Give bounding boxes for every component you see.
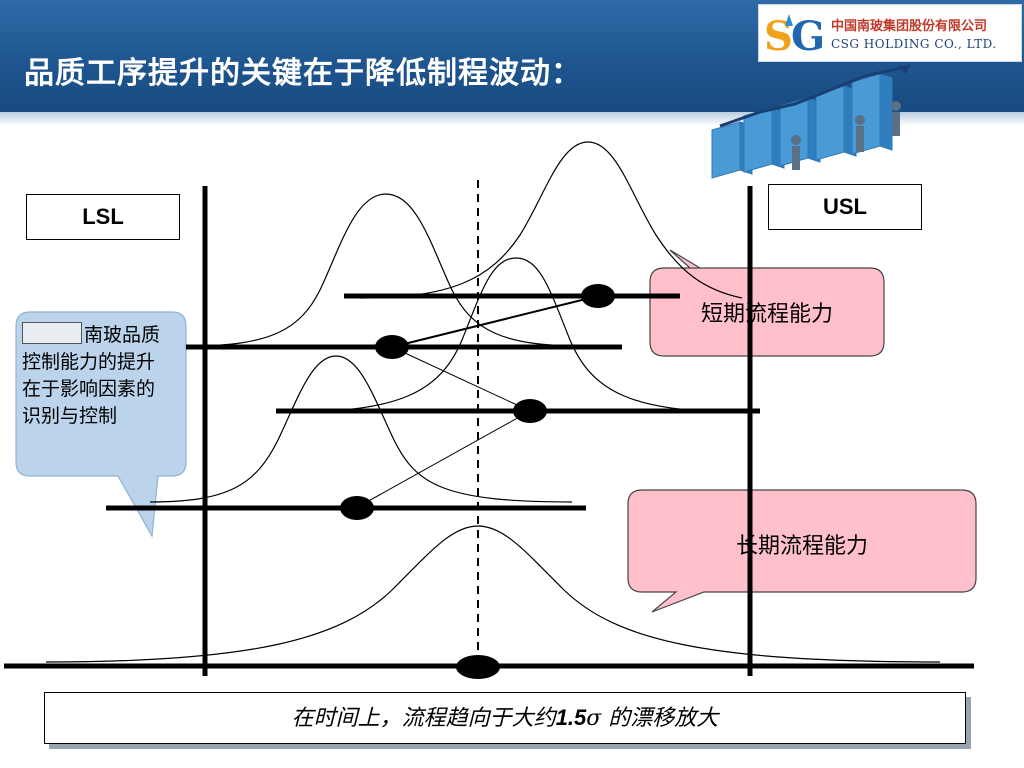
caption-prefix: 在时间上，流程趋向于大约 <box>291 706 556 731</box>
long-term-callout <box>627 489 977 613</box>
drift-link-3 <box>391 295 599 348</box>
mean-marker-long <box>456 655 500 679</box>
left-callout-content: 南玻品质控制能力的提升在于影响因素的识别与控制 <box>22 324 161 427</box>
logo-company-en: CSG HOLDING CO., LTD. <box>831 37 997 51</box>
mean-marker-2 <box>375 335 409 359</box>
caption-suffix: 的漂移放大 <box>601 706 719 731</box>
page-title: 品质工序提升的关键在于降低制程波动： <box>24 56 582 91</box>
logo-company-cn: 中国南玻集团股份有限公司 <box>831 19 988 34</box>
short-term-label: 短期流程能力 <box>700 302 833 327</box>
growth-chart-illustration <box>711 64 911 179</box>
curve-short-4 <box>149 355 573 503</box>
company-logo: S G 中国南玻集团股份有限公司 CSG HOLDING CO., LTD. <box>758 4 1022 62</box>
usl-label: USL <box>768 184 922 230</box>
mean-marker-3 <box>513 399 547 423</box>
svg-text:G: G <box>791 13 825 58</box>
lsl-label: LSL <box>26 194 180 240</box>
drift-link-1 <box>355 410 531 509</box>
long-term-label: 长期流程能力 <box>735 534 868 559</box>
curve-short-1 <box>189 193 583 347</box>
caption-sigma: σ <box>586 706 602 731</box>
logo-mark-icon: S G <box>764 13 825 58</box>
mean-marker-1 <box>581 284 615 308</box>
blank-placeholder <box>22 322 82 344</box>
left-callout-text: 南玻品质控制能力的提升在于影响因素的识别与控制 <box>22 322 168 430</box>
curve-short-2 <box>359 141 743 299</box>
caption-value: 1.5 <box>555 705 587 730</box>
curve-long-term <box>45 525 941 663</box>
drift-link-2 <box>391 346 531 412</box>
short-term-callout <box>649 249 885 357</box>
mean-marker-4 <box>340 496 374 520</box>
caption-box: 在时间上，流程趋向于大约1.5σ 的漂移放大 <box>44 692 966 744</box>
curve-short-3 <box>289 257 743 413</box>
